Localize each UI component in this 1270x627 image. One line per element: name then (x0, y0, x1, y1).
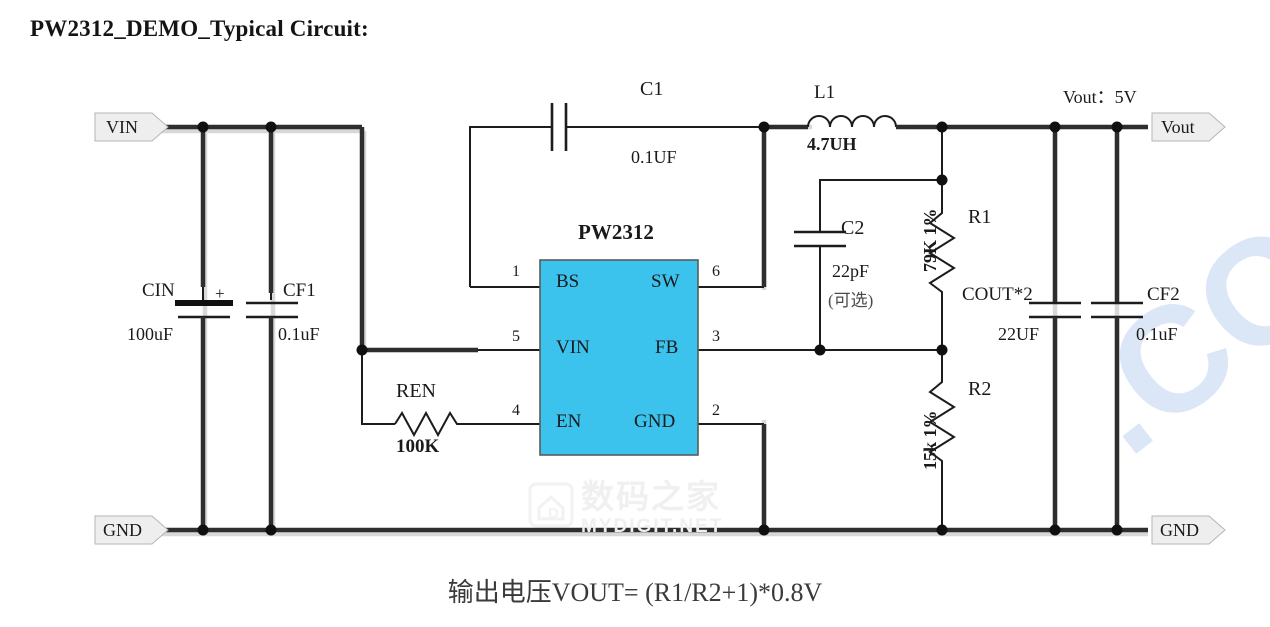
component-cf1 (246, 301, 298, 530)
component-label-cf2: CF2 (1147, 284, 1180, 305)
component-value-cout: 22UF (998, 324, 1040, 344)
output-voltage-formula: 输出电压VOUT= (R1/R2+1)*0.8V (447, 578, 823, 607)
svg-text:D: D (548, 505, 559, 522)
component-c1 (469, 103, 764, 288)
ic-pin-number-1: 1 (512, 263, 520, 280)
component-cin (175, 300, 233, 530)
watermark-domain-text: MYDIGIT.NET (581, 516, 724, 537)
ic-pin-number-6: 6 (712, 263, 720, 280)
ic-name-label: PW2312 (578, 220, 654, 244)
component-value-ren: 100K (396, 436, 440, 457)
component-polarity-cin: + (215, 284, 225, 303)
component-label-c2: C2 (841, 217, 865, 239)
ic-pin-number-4: 4 (512, 402, 520, 419)
component-value-cf1: 0.1uF (278, 324, 320, 344)
component-value-l1: 4.7UH (807, 134, 857, 154)
ic-pw2312[interactable] (539, 259, 699, 456)
port-label-gnd-left: GND (103, 520, 142, 540)
component-ren (361, 353, 540, 438)
net-vin (158, 124, 540, 353)
component-label-cin: CIN (142, 280, 175, 301)
ic-pin-number-5: 5 (512, 328, 520, 345)
watermark-cn-text: 数码之家 (581, 478, 721, 515)
component-value-c1: 0.1UF (631, 147, 677, 167)
port-label-vout: Vout (1161, 117, 1195, 137)
component-value-c2: 22pF (832, 261, 870, 281)
component-label-l1: L1 (814, 82, 836, 103)
ic-pin-number-2: 2 (712, 402, 720, 419)
component-label-cf1: CF1 (283, 280, 316, 301)
component-label-r1: R1 (968, 206, 992, 228)
ic-pin-number-3: 3 (712, 328, 720, 345)
component-c2 (794, 179, 942, 350)
component-label-ren: REN (396, 380, 436, 402)
component-value-r1: 79K 1% (920, 208, 940, 272)
watermark-logo: D (528, 482, 574, 528)
component-r2 (928, 350, 956, 530)
net-gnd-ic (698, 423, 767, 530)
component-r1 (928, 127, 956, 350)
component-cout (1029, 127, 1081, 530)
component-label-r2: R2 (968, 378, 992, 400)
port-label-vin: VIN (106, 117, 138, 137)
port-gnd-right[interactable] (1151, 515, 1226, 545)
ic-pin-label-gnd: GND (634, 411, 676, 432)
component-value-cf2: 0.1uF (1136, 324, 1178, 344)
port-gnd-left[interactable] (94, 515, 169, 545)
component-label-cout: COUT*2 (962, 284, 1033, 305)
ic-pin-label-en: EN (556, 411, 582, 432)
component-label-c1: C1 (640, 78, 664, 100)
junction-dots (197, 121, 1123, 536)
ic-pin-label-vin: VIN (556, 337, 590, 358)
annotation-vout-note: Vout：5V (1063, 87, 1137, 107)
component-value-cin: 100uF (127, 324, 174, 344)
port-vout[interactable] (1151, 112, 1226, 142)
page-title: PW2312_DEMO_Typical Circuit: (30, 16, 369, 41)
component-l1 (764, 115, 1148, 130)
component-cf2 (1091, 127, 1143, 530)
ic-pin-label-fb: FB (655, 337, 679, 358)
component-value-r2: 15k 1% (920, 410, 940, 470)
ic-pin-label-sw: SW (651, 271, 680, 292)
port-label-gnd-right: GND (1160, 520, 1199, 540)
port-vin[interactable] (94, 112, 169, 142)
component-note-c2: (可选) (828, 291, 874, 310)
ic-pin-label-bs: BS (556, 271, 580, 292)
net-sw (698, 131, 767, 288)
